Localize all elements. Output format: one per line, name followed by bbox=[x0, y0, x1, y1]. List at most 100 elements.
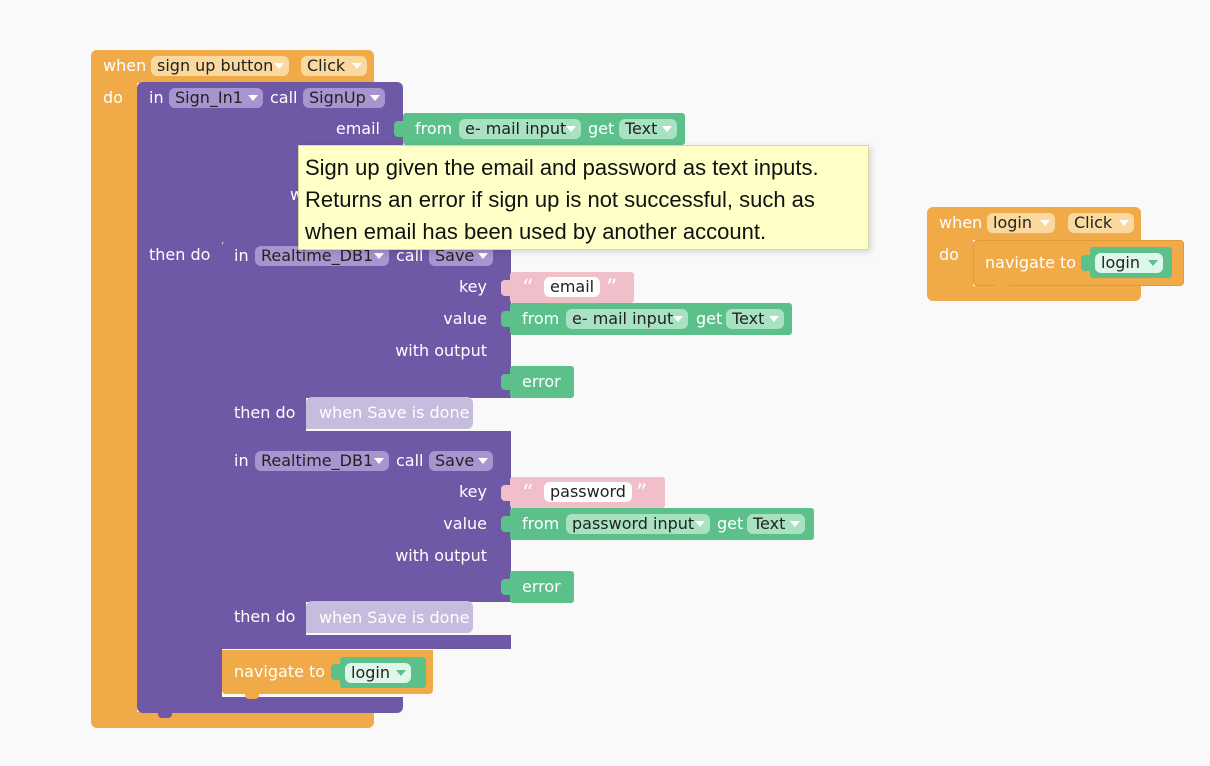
chevron-down-icon bbox=[1040, 220, 1050, 226]
tooltip-line-2: Returns an error if sign up is not succe… bbox=[305, 187, 815, 212]
in-label: in bbox=[234, 246, 249, 265]
call-label: call bbox=[396, 246, 424, 265]
event-body-spine bbox=[927, 238, 973, 288]
event-dropdown[interactable]: Click bbox=[1068, 213, 1134, 233]
signin-component-dropdown[interactable]: Sign_In1 bbox=[169, 88, 263, 108]
target-dropdown[interactable]: login bbox=[345, 663, 411, 683]
key-label: key bbox=[458, 482, 487, 501]
chevron-down-icon bbox=[695, 521, 705, 527]
event-footer bbox=[927, 286, 1141, 301]
in-label: in bbox=[149, 88, 164, 107]
call-spine bbox=[137, 240, 222, 700]
then-do-label: then do bbox=[234, 403, 296, 422]
property-dropdown[interactable]: Text bbox=[726, 309, 784, 329]
event-body-spine bbox=[91, 82, 137, 713]
do-label: do bbox=[103, 88, 123, 107]
chevron-down-icon bbox=[673, 316, 683, 322]
chevron-down-icon bbox=[374, 458, 384, 464]
getter-tab bbox=[501, 311, 511, 327]
getter-tab bbox=[501, 579, 511, 595]
then-do-label: then do bbox=[149, 245, 211, 264]
method-dropdown[interactable]: SignUp bbox=[303, 88, 385, 108]
value-label: value bbox=[443, 309, 487, 328]
key-string[interactable]: password bbox=[544, 482, 632, 502]
db-component-dropdown[interactable]: Realtime_DB1 bbox=[255, 246, 389, 266]
component-dropdown[interactable]: sign up button bbox=[151, 56, 289, 76]
db-header[interactable] bbox=[222, 445, 511, 602]
call-label: call bbox=[270, 88, 298, 107]
with-output-label: with output bbox=[395, 341, 487, 360]
get-label: get bbox=[696, 309, 723, 328]
get-label: get bbox=[717, 514, 744, 533]
email-component-dropdown[interactable]: e- mail input bbox=[459, 119, 581, 139]
getter-tab bbox=[501, 516, 511, 532]
done-label: when Save is done bbox=[319, 608, 470, 627]
chevron-down-icon bbox=[374, 253, 384, 259]
block-notch bbox=[245, 693, 259, 699]
call-footer bbox=[137, 697, 403, 713]
when-label: when bbox=[939, 213, 983, 232]
close-quote-icon: ” bbox=[606, 276, 618, 301]
db-method-dropdown[interactable]: Save bbox=[429, 246, 493, 266]
close-quote-icon: ” bbox=[636, 481, 648, 506]
navigate-label: navigate to bbox=[985, 253, 1077, 272]
chevron-down-icon bbox=[370, 95, 380, 101]
email-param-label: email bbox=[335, 119, 380, 138]
block-notch bbox=[995, 285, 1009, 291]
db-spine bbox=[222, 396, 306, 434]
value-label: value bbox=[443, 514, 487, 533]
db-header[interactable] bbox=[222, 240, 511, 398]
save-done-handler[interactable] bbox=[306, 397, 473, 429]
target-tab bbox=[1081, 255, 1091, 271]
signup-tooltip: Sign up given the email and password as … bbox=[298, 145, 869, 250]
do-label: do bbox=[939, 245, 959, 264]
in-label: in bbox=[234, 451, 249, 470]
done-label: when Save is done bbox=[319, 403, 470, 422]
chevron-down-icon bbox=[1119, 220, 1129, 226]
event-dropdown[interactable]: Click bbox=[301, 56, 367, 76]
chevron-down-icon bbox=[662, 126, 672, 132]
db-method-dropdown[interactable]: Save bbox=[429, 451, 493, 471]
chevron-down-icon bbox=[248, 95, 258, 101]
property-dropdown[interactable]: Text bbox=[619, 119, 677, 139]
target-dropdown[interactable]: login bbox=[1095, 253, 1163, 273]
error-label: error bbox=[522, 577, 561, 596]
chevron-down-icon bbox=[1148, 260, 1158, 266]
chevron-down-icon bbox=[769, 316, 779, 322]
tooltip-line-3: when email has been used by another acco… bbox=[305, 219, 767, 244]
chevron-down-icon bbox=[566, 126, 576, 132]
getter-tab bbox=[394, 121, 404, 137]
block-notch bbox=[158, 712, 172, 718]
value-component-dropdown[interactable]: password input bbox=[566, 514, 710, 534]
chevron-down-icon bbox=[478, 253, 488, 259]
component-dropdown[interactable]: login bbox=[987, 213, 1055, 233]
key-string[interactable]: email bbox=[544, 277, 601, 297]
from-label: from bbox=[415, 119, 453, 138]
chevron-down-icon bbox=[274, 63, 284, 69]
error-body[interactable] bbox=[510, 571, 574, 603]
from-label: from bbox=[522, 514, 560, 533]
with-output-label: with output bbox=[395, 546, 487, 565]
error-body[interactable] bbox=[510, 366, 574, 398]
chevron-down-icon bbox=[790, 521, 800, 527]
getter-tab bbox=[501, 374, 511, 390]
db-component-dropdown[interactable]: Realtime_DB1 bbox=[255, 451, 389, 471]
when-label: when bbox=[103, 56, 147, 75]
get-label: get bbox=[588, 119, 615, 138]
call-label: call bbox=[396, 451, 424, 470]
db-spine bbox=[222, 600, 306, 638]
target-tab bbox=[331, 664, 341, 680]
db-footer bbox=[222, 635, 511, 649]
chevron-down-icon bbox=[352, 63, 362, 69]
error-label: error bbox=[522, 372, 561, 391]
navigate-label: navigate to bbox=[234, 662, 326, 681]
value-component-dropdown[interactable]: e- mail input bbox=[566, 309, 688, 329]
then-do-label: then do bbox=[234, 607, 296, 626]
property-dropdown[interactable]: Text bbox=[747, 514, 805, 534]
tooltip-line-1: Sign up given the email and password as … bbox=[305, 155, 819, 180]
from-label: from bbox=[522, 309, 560, 328]
chevron-down-icon bbox=[396, 670, 406, 676]
chevron-down-icon bbox=[478, 458, 488, 464]
db-footer bbox=[222, 431, 511, 445]
save-done-handler[interactable] bbox=[306, 601, 473, 633]
